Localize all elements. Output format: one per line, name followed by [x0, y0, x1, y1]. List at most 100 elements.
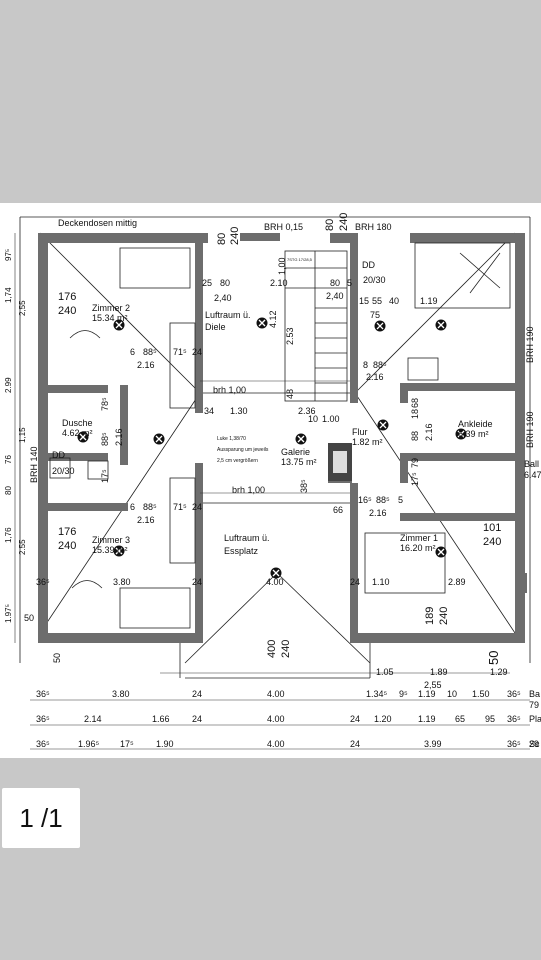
- brh-top-2: BRH 180: [355, 222, 392, 232]
- dim-34: 34: [204, 406, 214, 416]
- ceiling-socket-icon: [435, 546, 447, 558]
- room-galerie-area: 13.75 m²: [281, 457, 317, 467]
- dim-18: 18: [410, 409, 420, 419]
- brh-mid-2: brh 1,00: [232, 485, 265, 495]
- side-174: 1,74: [4, 287, 13, 303]
- bottom-dim-label: 2.14: [84, 714, 102, 724]
- page-counter: 1 /1: [2, 788, 80, 848]
- ceiling-socket-icon: [295, 433, 307, 445]
- dim-79: 79: [410, 458, 420, 468]
- bottom-dim-label: 4.00: [267, 714, 285, 724]
- dim-240f: 240: [229, 227, 241, 245]
- side-975: 97⁵: [4, 249, 13, 261]
- ceiling-socket-icon: [256, 317, 268, 329]
- ceiling-socket-icon: [435, 319, 447, 331]
- bottom-dim-label: 3.99: [424, 739, 442, 749]
- bottom-dim-label: 36⁵: [507, 689, 521, 699]
- dim-8: 8: [363, 360, 368, 370]
- dim-105: 1.05: [376, 667, 394, 677]
- ceiling-socket-icon: [113, 545, 125, 557]
- stair-label: 7STG 17/28,5: [287, 257, 313, 262]
- dim-55: 55: [372, 296, 382, 306]
- bottom-dim-label: 17⁵: [120, 739, 134, 749]
- bottom-dim-label: 24: [350, 714, 360, 724]
- bottom-dim-label: 29: [529, 739, 539, 749]
- staircase: [284, 250, 348, 402]
- dim-240h: 2,40: [214, 293, 232, 303]
- ceiling-socket-icon: [113, 319, 125, 331]
- side-76: 76: [4, 455, 13, 464]
- dim-6a: 6: [130, 347, 135, 357]
- dim-175b: 17⁵: [410, 472, 420, 486]
- dim-885e: 88⁵: [376, 495, 390, 505]
- dim-385: 38⁵: [299, 479, 309, 493]
- dim-10a: 10: [308, 414, 318, 424]
- dim-48: 48: [285, 389, 295, 399]
- dim-80a: 80: [216, 233, 228, 245]
- side-80: 80: [4, 486, 13, 495]
- dim-110: 1.10: [372, 577, 390, 587]
- bottom-dim-label: 1.50: [472, 689, 490, 699]
- floor-plan: Deckendosen mittig BRH 0,15 BRH 180 brh …: [0, 203, 541, 758]
- dim-240a: 240: [58, 305, 76, 317]
- bottom-dim-label: 1.19: [418, 714, 436, 724]
- dim-216f: 2.16: [369, 508, 387, 518]
- dim-129: 1.29: [490, 667, 508, 677]
- dim-24a: 24: [192, 347, 202, 357]
- dim-5a: 5: [347, 278, 352, 288]
- room-luftraum-diele-2: Diele: [205, 322, 226, 332]
- bottom-dim-label: 1.96⁵: [78, 739, 100, 749]
- bottom-dim-label: 4.00: [267, 739, 285, 749]
- side-115: 1,15: [18, 427, 27, 443]
- dim-216b: 2.16: [137, 515, 155, 525]
- luke-note-3: 2,5 cm vergrößern: [217, 458, 258, 464]
- room-flur-name: Flur: [352, 427, 368, 437]
- room-flur-area: 1.82 m²: [352, 437, 383, 447]
- bottom-dim-label: 65: [455, 714, 465, 724]
- dim-101: 101: [483, 522, 501, 534]
- bottom-dim-label: 10: [447, 689, 457, 699]
- dimension-lines: [14, 233, 530, 750]
- side-255b: 2.55: [18, 539, 27, 555]
- dim-210: 2.10: [270, 278, 288, 288]
- dim-75: 75: [370, 310, 380, 320]
- dim-240g: 240: [338, 213, 350, 231]
- side-176: 1,76: [4, 527, 13, 543]
- brh-right-2: BRH 190: [525, 411, 535, 448]
- dim-176a: 176: [58, 291, 76, 303]
- dim-240i: 2,40: [326, 291, 344, 301]
- dim-100b: 1.00: [322, 414, 340, 424]
- dim-40: 40: [389, 296, 399, 306]
- room-zimmer1-area: 16.20 m²: [400, 543, 436, 553]
- bottom-dim-label: 36⁵: [36, 689, 50, 699]
- dim-253: 2.53: [285, 327, 295, 345]
- dim-50c: 50: [486, 651, 501, 665]
- bottom-dim-label: 24: [192, 689, 202, 699]
- dim-2030a: 20/30: [52, 466, 75, 476]
- dim-24b: 24: [192, 502, 202, 512]
- bottom-dim-label: 36⁵: [36, 739, 50, 749]
- dim-400a: 4.00: [266, 577, 284, 587]
- bottom-dim-label: 9⁵: [399, 689, 408, 699]
- dim-176b: 176: [58, 526, 76, 538]
- dim-380a: 3.80: [113, 577, 131, 587]
- dim-216c: 2.16: [366, 372, 384, 382]
- ceiling-socket-icon: [270, 567, 282, 579]
- dim-785: 78⁵: [100, 397, 110, 411]
- dim-885a: 88⁵: [143, 347, 157, 357]
- brh-right: BRH 190: [525, 326, 535, 363]
- furniture: [49, 242, 511, 629]
- brh-left: BRH 140: [29, 446, 39, 483]
- roof-outline: [19, 216, 531, 679]
- room-ankleide-area: 6.39 m²: [458, 429, 489, 439]
- bottom-dim-label: 24: [350, 739, 360, 749]
- top-note: Deckendosen mittig: [58, 218, 137, 228]
- dim-66: 66: [333, 505, 343, 515]
- bottom-dim-label: 1.20: [374, 714, 392, 724]
- chimney-inner: [333, 451, 347, 473]
- dim-240c: 240: [483, 536, 501, 548]
- dim-6b: 6: [130, 502, 135, 512]
- dim-25: 25: [202, 278, 212, 288]
- side-299: 2.99: [4, 377, 13, 393]
